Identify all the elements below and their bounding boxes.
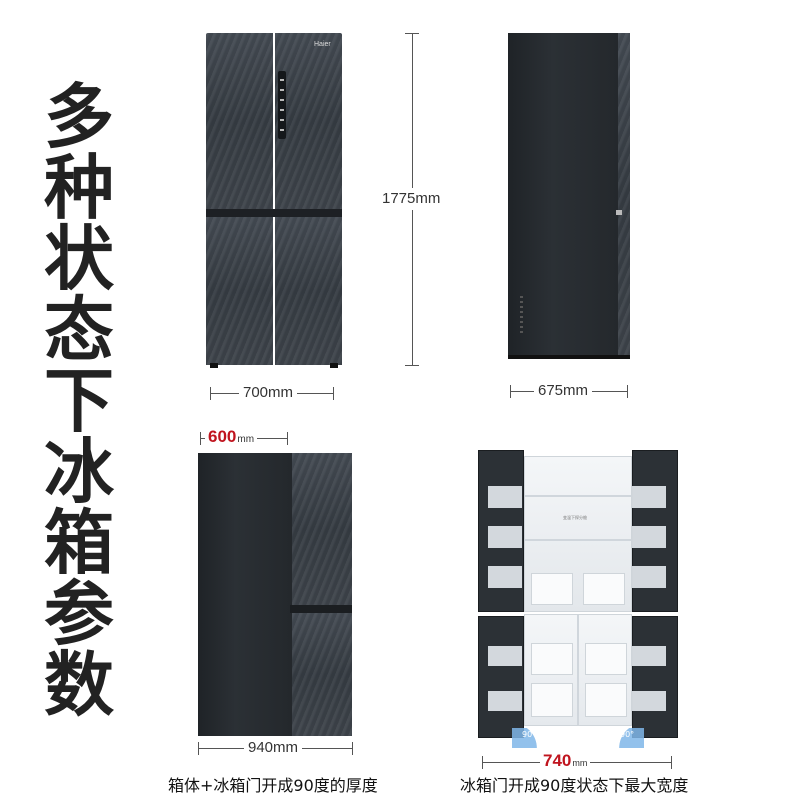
side-open-door-gap <box>290 605 352 613</box>
door-shelf <box>632 486 666 508</box>
middle-handle-strip <box>206 209 342 217</box>
title-char: 数 <box>44 644 114 726</box>
open-width-unit: mm <box>572 758 588 768</box>
title-char: 状 <box>44 218 114 300</box>
side-view-vent <box>520 296 523 336</box>
angle-left-label: 90° <box>522 730 537 739</box>
door-shelf <box>488 526 522 548</box>
side-open-body <box>198 453 292 736</box>
top-depth-value: 600 <box>208 427 237 446</box>
lower-left-door <box>206 217 273 365</box>
side-open-caption: 箱体+冰箱门开成90度的厚度 <box>168 776 378 795</box>
height-label: 1775mm <box>380 188 443 210</box>
open-view-fridge: 变温下探分舱 90° 90° <box>478 446 678 748</box>
open-depth-label: 940mm <box>244 739 303 757</box>
foot-right <box>330 363 338 368</box>
open-width-value: 740 <box>543 751 572 770</box>
door-shelf <box>488 691 522 711</box>
depth-label: 675mm <box>534 382 593 400</box>
interior-upper: 变温下探分舱 <box>524 456 632 612</box>
door-shelf <box>632 566 666 588</box>
front-view-fridge: Haier <box>206 33 342 368</box>
interior-label: 变温下探分舱 <box>563 515 587 520</box>
side-view-fridge <box>508 33 620 358</box>
open-view-caption: 冰箱门开成90度状态下最大宽度 <box>460 776 689 795</box>
lower-right-door <box>275 217 342 365</box>
title-char: 参 <box>44 573 114 655</box>
title-char: 种 <box>44 147 114 229</box>
door-shelf <box>488 646 522 666</box>
open-width-label: 740mm <box>540 751 591 773</box>
upper-left-door <box>206 33 273 209</box>
vertical-title: 多 种 状 态 下 冰 箱 参 数 <box>38 82 120 721</box>
open-right-lower-door <box>632 616 678 738</box>
upper-right-door <box>275 33 342 209</box>
title-char: 态 <box>44 289 114 371</box>
brand-logo: Haier <box>314 41 331 48</box>
side-view-base <box>508 355 630 359</box>
door-shelf <box>488 486 522 508</box>
side-open-upper-door <box>292 453 352 605</box>
height-bottom-cap <box>405 365 419 366</box>
interior-lower <box>524 614 632 726</box>
front-width-label: 700mm <box>239 384 298 402</box>
door-shelf <box>632 646 666 666</box>
side-view-door-edge <box>618 33 630 358</box>
angle-marker-left <box>512 728 552 748</box>
door-shelf <box>488 566 522 588</box>
title-char: 多 <box>44 76 114 158</box>
title-char: 下 <box>44 360 114 442</box>
door-shelf <box>632 691 666 711</box>
foot-left <box>210 363 218 368</box>
angle-right-label: 90° <box>620 730 635 739</box>
open-left-lower-door <box>478 616 524 738</box>
side-open-lower-door <box>292 613 352 736</box>
side-view-door-seam <box>616 210 622 215</box>
top-depth-unit: mm <box>237 434 255 445</box>
title-char: 冰 <box>44 431 114 513</box>
control-display <box>278 71 286 139</box>
door-shelf <box>632 526 666 548</box>
title-char: 箱 <box>44 502 114 584</box>
top-depth-label: 600mm <box>205 427 258 450</box>
angle-marker-right <box>604 728 644 748</box>
